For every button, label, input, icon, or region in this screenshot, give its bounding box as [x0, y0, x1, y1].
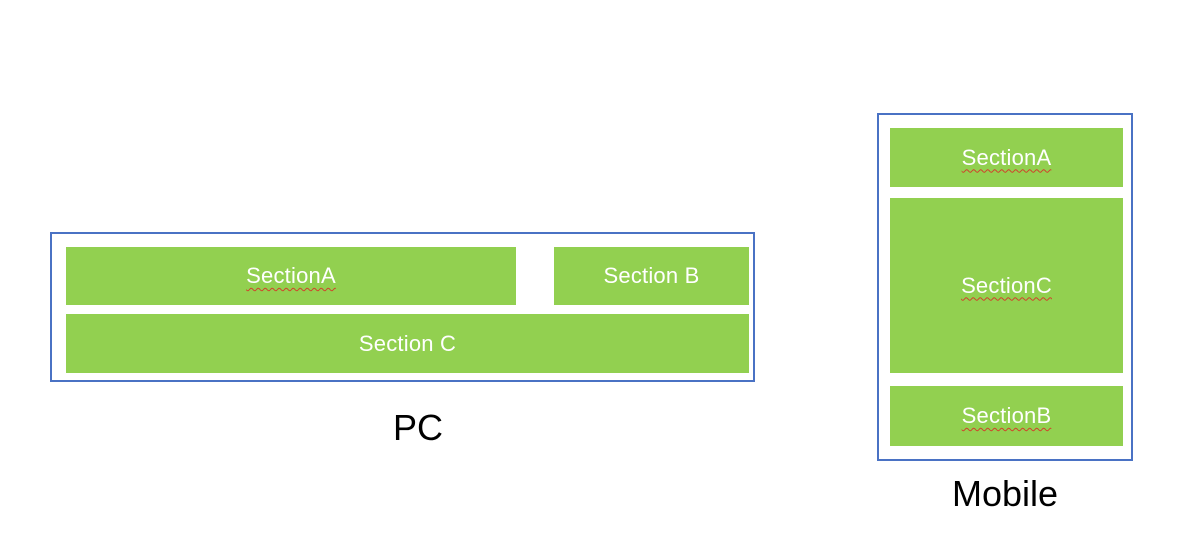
mobile-section-c-box: SectionC — [890, 198, 1123, 373]
pc-caption: PC — [392, 407, 443, 448]
pc-section-b-label: Section B — [603, 263, 700, 288]
mobile-section-c-label: SectionC — [961, 272, 1052, 298]
mobile-section-a-box: SectionA — [890, 128, 1123, 187]
pc-section-a-label: SectionA — [246, 263, 336, 288]
pc-section-c-box: Section C — [66, 314, 749, 373]
mobile-section-b-label: SectionB — [961, 403, 1052, 428]
pc-section-a-box: SectionA — [66, 247, 516, 305]
mobile-caption: Mobile — [951, 473, 1059, 514]
mobile-section-b-box: SectionB — [890, 386, 1123, 446]
pc-section-c-label: Section C — [358, 330, 457, 356]
pc-section-b-box: Section B — [554, 247, 749, 305]
mobile-section-a-label: SectionA — [961, 144, 1052, 170]
